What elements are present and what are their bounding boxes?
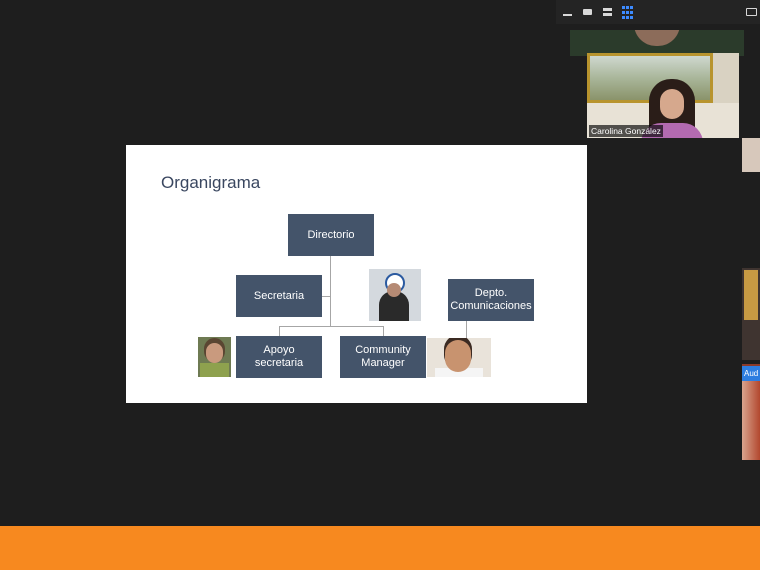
filmstrip-view-icon[interactable] — [600, 5, 614, 19]
view-toolbar — [556, 0, 760, 24]
org-box-secretaria: Secretaria — [236, 275, 322, 317]
participant-tile-partial[interactable] — [742, 364, 760, 460]
gallery-view-icon[interactable] — [620, 5, 634, 19]
connector-line — [279, 326, 280, 336]
org-box-label-line: Manager — [361, 357, 405, 369]
participant-tile-partial[interactable] — [742, 138, 760, 172]
participant-tile-main[interactable]: Carolina González — [587, 53, 739, 138]
meeting-stage: Carolina González Aud Organigrama Direct… — [126, 0, 760, 460]
org-box-label-line: Community — [355, 344, 411, 356]
staff-photo — [427, 338, 491, 377]
participant-video — [742, 378, 760, 460]
participant-tile-partial[interactable] — [742, 268, 760, 360]
person-head — [206, 343, 223, 363]
staff-photo — [198, 337, 231, 377]
connector-line — [330, 256, 331, 326]
participant-tile-top[interactable] — [570, 30, 744, 56]
staff-photo — [369, 269, 421, 321]
minimize-icon[interactable] — [560, 5, 574, 19]
bottom-bar — [0, 526, 760, 570]
slide-title: Organigrama — [161, 173, 261, 192]
pop-out-icon[interactable] — [744, 5, 758, 19]
participant-name-label: Carolina González — [589, 125, 663, 137]
connector-line — [383, 326, 384, 336]
org-box-label-line: secretaria — [254, 357, 304, 369]
org-box-directorio: Directorio — [288, 214, 374, 256]
person-head — [445, 340, 471, 372]
person-head — [387, 283, 401, 297]
org-box-label: Directorio — [307, 228, 355, 241]
participant-face — [660, 89, 684, 119]
person-scarf — [200, 363, 229, 377]
org-box-label-line: Apoyo — [263, 344, 295, 356]
speaker-view-icon[interactable] — [580, 5, 594, 19]
connector-line — [466, 321, 467, 338]
person-body — [435, 368, 483, 377]
audio-label: Aud — [742, 366, 760, 381]
org-box-label: Depto.Comunicaciones — [450, 287, 531, 313]
org-box-label-line: Depto. — [474, 287, 508, 299]
participant-video — [634, 30, 680, 46]
shared-screen-slide: Organigrama Directorio Secretaria Depto.… — [126, 145, 587, 403]
org-box-label: Secretaria — [253, 289, 305, 302]
connector-line — [322, 296, 330, 297]
org-box-label-line: Comunicaciones — [450, 300, 532, 312]
participant-video — [744, 270, 758, 320]
connector-line — [279, 326, 383, 327]
org-box-comunicaciones: Depto.Comunicaciones — [448, 279, 534, 321]
